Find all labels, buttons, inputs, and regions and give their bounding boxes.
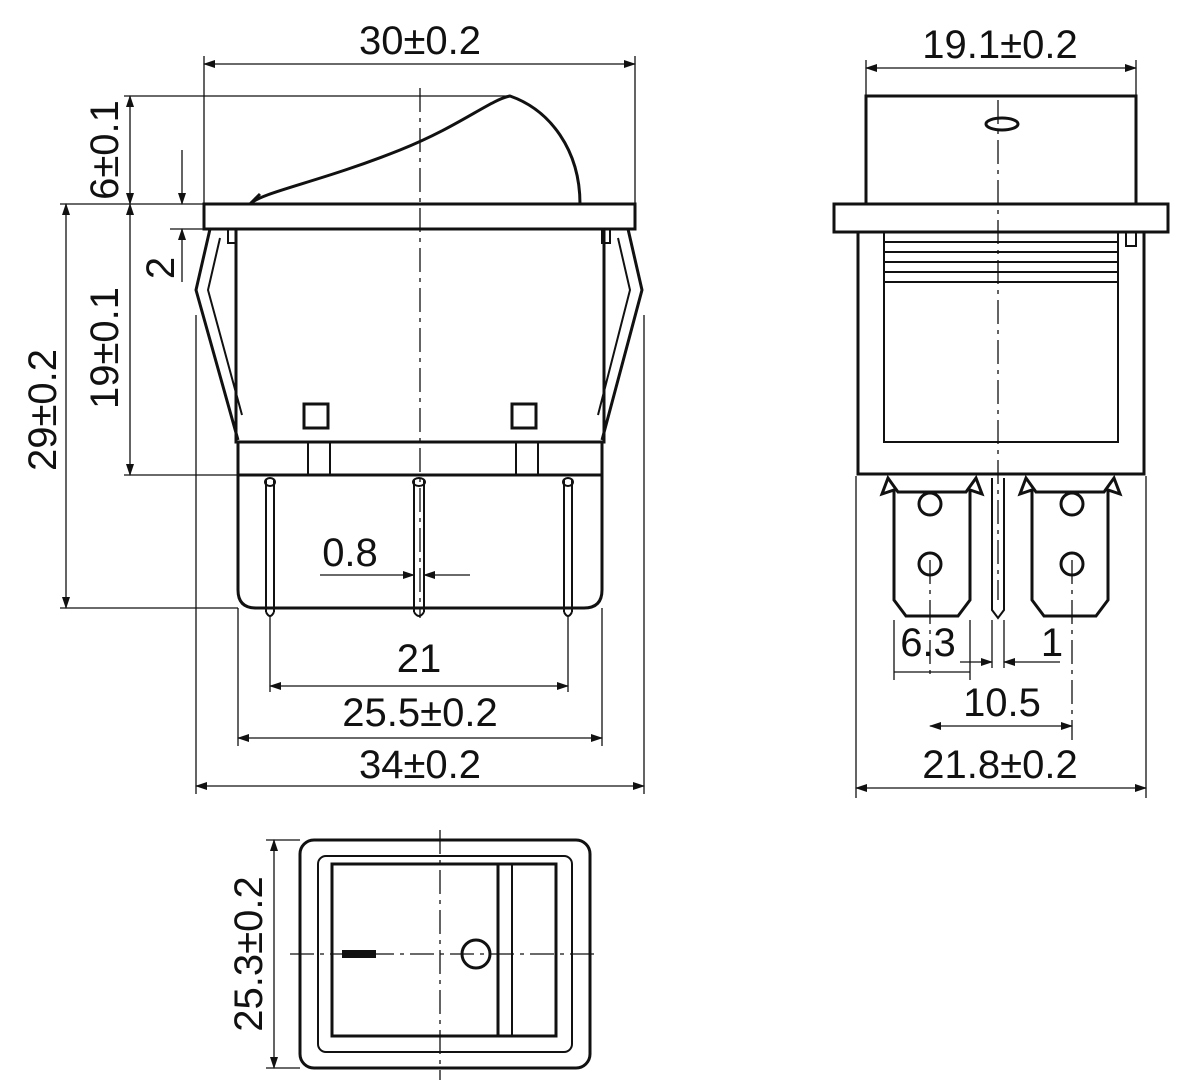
dim-terminal-spacing: 10.5 [963,681,1041,725]
top-view [290,830,598,1080]
dim-rocker-height: 6±0.1 [83,100,127,200]
dim-terminal-width: 6.3 [900,621,956,665]
dim-side-top-width: 19.1±0.2 [922,23,1077,67]
dim-clip-width: 34±0.2 [359,743,481,787]
dim-body-height: 19±0.1 [83,287,127,409]
dim-overall-height: 29±0.2 [21,349,65,471]
front-view-dimensions: 30±0.2 6±0.1 2 19±0.1 29±0.2 0.8 21 25.5… [21,19,645,794]
dim-top-width: 30±0.2 [359,19,481,63]
dim-body-width: 25.5±0.2 [342,691,497,735]
side-view-dimensions: 19.1±0.2 6.3 1 10.5 21.8±0.2 [855,23,1147,798]
dim-center-pin: 1 [1041,621,1063,665]
dim-pin-thickness: 0.8 [322,531,378,575]
dim-pin-spacing: 21 [397,637,442,681]
side-view [832,94,1170,740]
dim-flange-thickness: 2 [139,257,183,279]
dim-top-height: 25.3±0.2 [227,876,271,1031]
top-view-dimensions: 25.3±0.2 [227,839,300,1069]
front-view [194,88,644,618]
dim-side-overall-width: 21.8±0.2 [922,743,1077,787]
